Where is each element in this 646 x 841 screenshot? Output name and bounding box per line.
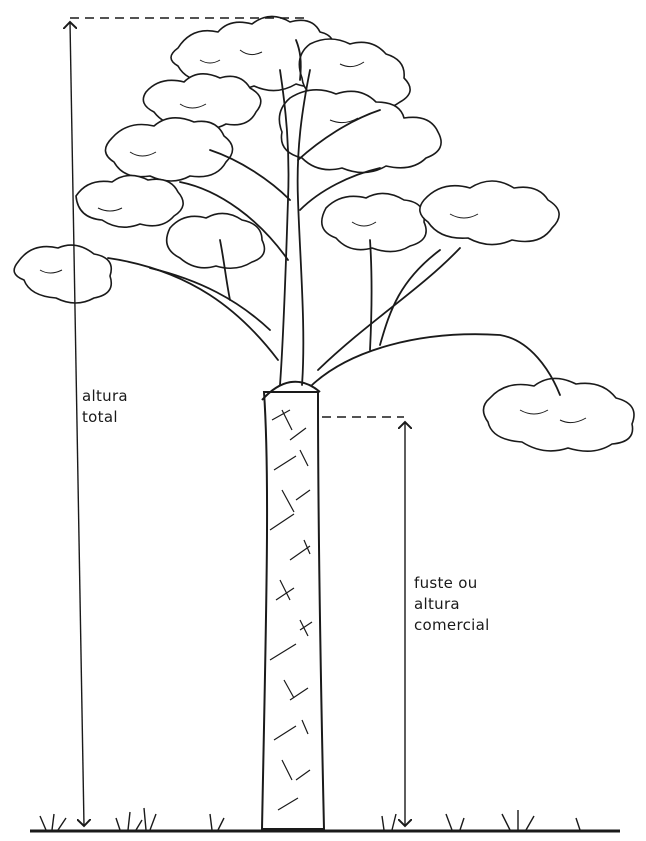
- commercial-height-label-line-2: altura: [414, 594, 490, 615]
- total-height-label-line-1: altura: [82, 386, 128, 407]
- trunk: [262, 382, 324, 829]
- commercial-height-label-line-3: comercial: [414, 615, 490, 636]
- ground: [30, 808, 620, 831]
- total-height-label: altura total: [80, 386, 130, 428]
- commercial-height-dimension: [322, 417, 405, 826]
- commercial-height-label: fuste ou altura comercial: [414, 573, 490, 636]
- commercial-height-label-line-1: fuste ou: [414, 573, 490, 594]
- total-height-label-line-2: total: [82, 407, 128, 428]
